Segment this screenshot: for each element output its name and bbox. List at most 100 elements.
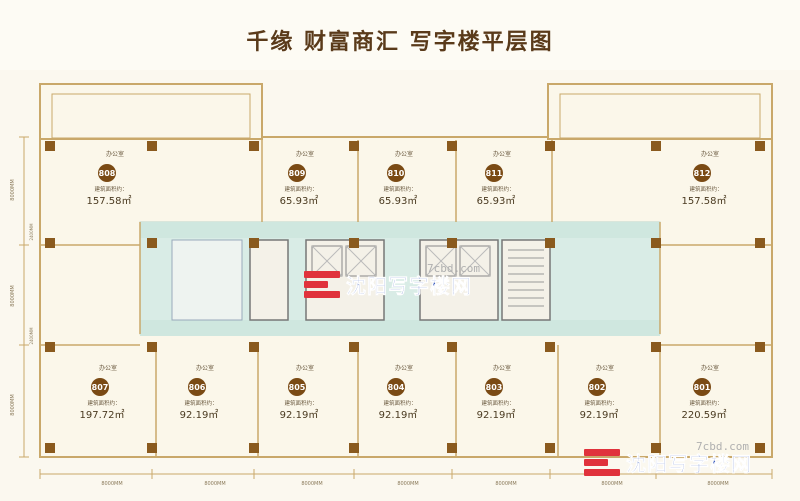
unit-number-badge xyxy=(288,164,306,182)
unit-number-badge xyxy=(485,164,503,182)
corridor-bottom-band xyxy=(140,320,660,336)
office-label: 办公室 xyxy=(701,364,719,372)
dimension-label-left: 8000MM xyxy=(10,285,16,306)
area-label: 建筑面积约： xyxy=(284,185,317,193)
structural-column xyxy=(755,238,765,248)
dimension-label-left: 8000MM xyxy=(10,179,16,200)
unit-area: 157.58㎡ xyxy=(87,195,132,207)
watermark-text: 沈阳写字楼网 xyxy=(346,274,472,299)
dimension-label-bottom: 8000MM xyxy=(397,481,418,487)
area-label: 建筑面积约： xyxy=(481,399,514,407)
office-label: 办公室 xyxy=(99,364,117,372)
unit-number-badge xyxy=(485,378,503,396)
unit-area: 65.93㎡ xyxy=(379,195,418,207)
structural-column xyxy=(755,443,765,453)
watermark-url: 7cbd.com xyxy=(427,262,480,275)
unit-area: 92.19㎡ xyxy=(477,409,516,421)
unit-number: 806 xyxy=(189,383,206,392)
unit-number: 811 xyxy=(486,169,503,178)
elevator-core-right xyxy=(419,239,499,321)
area-label: 建筑面积约： xyxy=(481,185,514,193)
watermark: 沈阳写字楼网 xyxy=(304,270,472,299)
elevator-shaft xyxy=(345,245,377,277)
page-title: 千缘 财富商汇 写字楼平层图 xyxy=(246,30,554,55)
elevator-cross xyxy=(425,245,457,277)
unit-number: 804 xyxy=(388,383,405,392)
unit-area: 92.19㎡ xyxy=(379,409,418,421)
structural-column xyxy=(447,141,457,151)
unit-number-badge xyxy=(387,378,405,396)
structural-column xyxy=(147,238,157,248)
balcony-left xyxy=(39,83,263,140)
structural-column xyxy=(147,141,157,151)
structural-column xyxy=(545,443,555,453)
structural-column xyxy=(755,141,765,151)
dimension-label-bottom: 8000MM xyxy=(495,481,516,487)
unit-number: 809 xyxy=(289,169,306,178)
structural-column xyxy=(249,342,259,352)
unit-number-badge xyxy=(288,378,306,396)
unit-number-badge xyxy=(693,164,711,182)
office-label: 办公室 xyxy=(106,150,124,158)
structural-column xyxy=(349,141,359,151)
structural-column xyxy=(349,443,359,453)
unit-number: 803 xyxy=(486,383,503,392)
structural-column xyxy=(447,443,457,453)
dimension-label-bottom: 8000MM xyxy=(707,481,728,487)
unit-number: 805 xyxy=(289,383,306,392)
structural-column xyxy=(651,238,661,248)
unit-labels: 办公室808建筑面积约：157.58㎡办公室809建筑面积约：65.93㎡办公室… xyxy=(80,150,727,421)
unit-number-badge xyxy=(188,378,206,396)
unit-area: 92.19㎡ xyxy=(280,409,319,421)
unit-area: 92.19㎡ xyxy=(180,409,219,421)
structural-column xyxy=(447,238,457,248)
area-label: 建筑面积约： xyxy=(94,185,127,193)
watermark-text-bottom: 沈阳写字楼网 xyxy=(626,452,752,477)
stairwell xyxy=(501,239,551,321)
structural-column xyxy=(545,238,555,248)
unit-area: 65.93㎡ xyxy=(477,195,516,207)
structural-column xyxy=(651,141,661,151)
dimension-label-left-small: 2400MM xyxy=(29,223,34,241)
structural-column xyxy=(147,443,157,453)
elevator-cross xyxy=(459,245,491,277)
office-label: 办公室 xyxy=(395,150,413,158)
structural-column xyxy=(545,342,555,352)
structural-column xyxy=(45,342,55,352)
elevator-cross xyxy=(345,245,377,277)
restroom xyxy=(171,239,243,321)
unit-number: 802 xyxy=(589,383,606,392)
office-label: 办公室 xyxy=(296,150,314,158)
office-label: 办公室 xyxy=(296,364,314,372)
unit-number: 812 xyxy=(694,169,711,178)
office-label: 办公室 xyxy=(493,364,511,372)
structural-column xyxy=(249,141,259,151)
dimension-label-left-small: 2400MM xyxy=(29,327,34,345)
area-label: 建筑面积约： xyxy=(383,399,416,407)
header-band: 千缘 财富商汇 写字楼平层图 xyxy=(0,0,800,70)
structural-column xyxy=(45,443,55,453)
structural-column xyxy=(249,443,259,453)
office-label: 办公室 xyxy=(493,150,511,158)
unit-number: 807 xyxy=(92,383,109,392)
structural-column xyxy=(651,342,661,352)
balcony-right xyxy=(547,83,773,140)
structural-column xyxy=(447,342,457,352)
area-label: 建筑面积约： xyxy=(284,399,317,407)
dimension-label-bottom: 8000MM xyxy=(204,481,225,487)
building-structure xyxy=(39,83,773,458)
unit-area: 197.72㎡ xyxy=(80,409,125,421)
office-label: 办公室 xyxy=(596,364,614,372)
area-label: 建筑面积约： xyxy=(184,399,217,407)
watermark-logo-icon xyxy=(304,270,340,299)
watermark-logo-icon xyxy=(584,448,620,477)
unit-number-badge xyxy=(387,164,405,182)
unit-area: 220.59㎡ xyxy=(682,409,727,421)
area-label: 建筑面积约： xyxy=(689,185,722,193)
area-label: 建筑面积约： xyxy=(584,399,617,407)
area-label: 建筑面积约： xyxy=(383,185,416,193)
unit-number: 801 xyxy=(694,383,711,392)
structural-column xyxy=(545,141,555,151)
